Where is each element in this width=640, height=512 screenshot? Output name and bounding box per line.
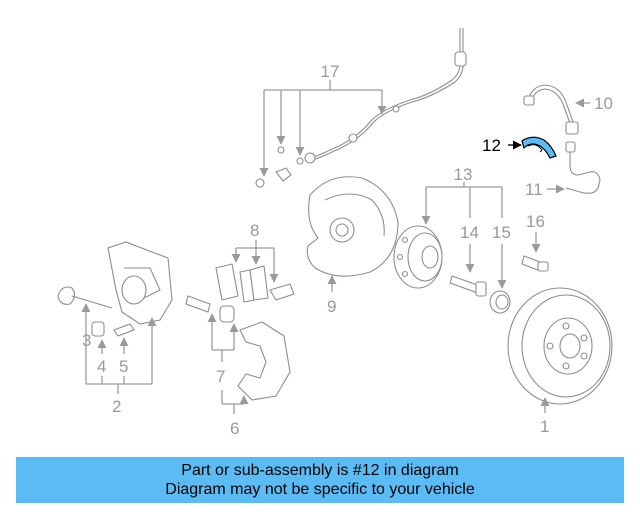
- callout-8: 8: [250, 221, 259, 240]
- guide-pins: 7: [185, 295, 239, 386]
- callout-13-group: 13 14 15: [421, 165, 511, 289]
- highlighted-bracket: 12: [482, 136, 557, 159]
- banner-line-1: Part or sub-assembly is #12 in diagram: [181, 462, 459, 479]
- callout-10: 10: [594, 94, 613, 113]
- callout-14: 14: [460, 223, 479, 242]
- splash-shield: 9: [306, 176, 399, 316]
- callout-5: 5: [119, 357, 128, 376]
- callout-4: 4: [97, 357, 106, 376]
- callout-9: 9: [327, 297, 336, 316]
- callout-15: 15: [492, 223, 511, 242]
- callout-3: 3: [82, 331, 91, 350]
- abs-sensor-wire: [255, 28, 467, 188]
- parts-diagram: 17 10 12 11 9: [57, 28, 613, 438]
- callout-17: 17: [321, 62, 340, 81]
- info-banner: Part or sub-assembly is #12 in diagram D…: [16, 457, 624, 503]
- hub-bolt: [449, 275, 487, 297]
- brake-line: 11: [525, 141, 601, 199]
- callout-1: 1: [540, 417, 549, 436]
- callout-2: 2: [112, 397, 121, 416]
- brake-pads: 8: [215, 221, 295, 303]
- callout-7: 7: [216, 367, 225, 386]
- callout-11: 11: [525, 180, 543, 199]
- caliper-carrier: 6: [221, 321, 291, 438]
- hub-cap: [489, 290, 511, 314]
- callout-6: 6: [230, 419, 239, 438]
- callout-2-group: 2 3 4 5: [81, 303, 157, 416]
- banner-line-2: Diagram may not be specific to your vehi…: [165, 481, 475, 498]
- brake-caliper: [57, 241, 173, 337]
- callout-16: 16: [526, 212, 545, 231]
- brake-rotor: 1: [507, 287, 613, 436]
- wheel-stud: 16: [521, 212, 549, 272]
- callout-13: 13: [454, 165, 473, 184]
- callout-17-group: 17: [259, 62, 387, 177]
- brake-hose: 10: [523, 84, 613, 135]
- callout-12: 12: [482, 136, 501, 155]
- hub-assembly: [393, 225, 443, 289]
